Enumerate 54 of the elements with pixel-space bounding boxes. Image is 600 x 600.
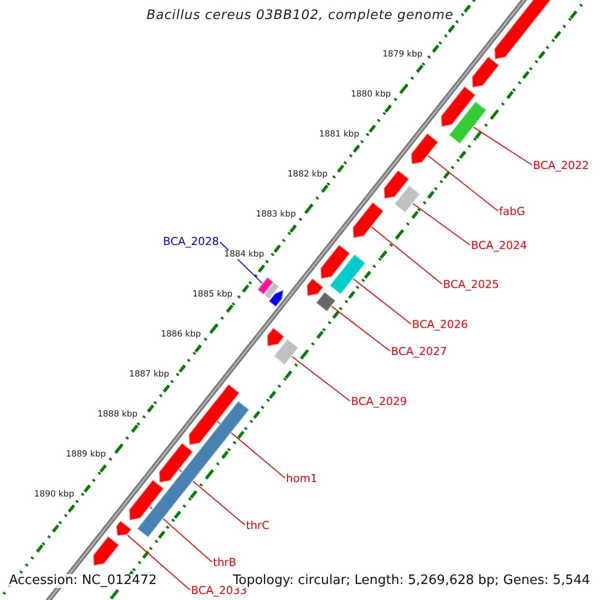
gene-feature <box>268 288 284 308</box>
scale-label: 1880 kbp <box>350 90 392 100</box>
leader-line <box>352 278 412 324</box>
scale-label: 1890 kbp <box>33 490 76 500</box>
gene-feature <box>128 478 165 522</box>
gene-feature <box>272 338 300 366</box>
accession-text: Accession: NC_012472 <box>9 574 157 588</box>
gene-label: BCA_2026 <box>412 319 468 332</box>
gene-feature <box>410 132 440 166</box>
scale-label: 1889 kbp <box>64 450 107 460</box>
gene-feature <box>448 100 488 145</box>
scale-label: 1882 kbp <box>286 170 329 180</box>
gene-feature <box>306 277 324 297</box>
scale-label: 1887 kbp <box>128 370 170 380</box>
gene-label: BCA_2027 <box>391 346 448 358</box>
gene-feature <box>383 169 410 200</box>
gene-label: BCA_2028 <box>163 236 220 248</box>
scale-label: 1879 kbp <box>382 50 424 60</box>
scale-label: 1885 kbp <box>192 290 234 300</box>
leader-line <box>291 356 350 402</box>
gene-feature <box>92 535 120 567</box>
gene-feature <box>314 290 337 313</box>
gene-feature <box>440 85 477 128</box>
scale-label: 1883 kbp <box>254 210 297 220</box>
leader-line <box>330 306 390 352</box>
gene-feature <box>188 383 241 446</box>
scale-label: 1884 kbp <box>223 250 266 260</box>
diagram-title: Bacillus cereus 03BB102, complete genome <box>146 9 454 24</box>
leader-line <box>472 126 532 166</box>
gene-feature <box>115 520 133 537</box>
gene-feature <box>266 326 286 348</box>
gene-label: hom1 <box>286 473 318 486</box>
gene-feature <box>320 244 352 280</box>
gene-feature <box>158 442 194 484</box>
gene-label: BCA_2025 <box>443 279 500 292</box>
leader-line <box>126 534 190 590</box>
gene-feature <box>262 281 280 300</box>
leader-line <box>370 226 442 284</box>
gene-label: fabG <box>499 206 526 218</box>
scale-label: 1881 kbp <box>318 130 360 140</box>
gene-feature <box>471 55 500 88</box>
gene-feature <box>328 253 367 296</box>
scale-label: 1886 kbp <box>160 330 202 340</box>
scale-label: 1888 kbp <box>96 410 139 420</box>
gene-label: BCA_2029 <box>351 396 408 408</box>
gene-label: thrB <box>213 557 236 570</box>
gene-label: thrC <box>246 520 270 532</box>
leader-line <box>427 154 498 212</box>
gene-label: BCA_2022 <box>533 160 590 172</box>
gene-feature <box>393 184 422 214</box>
gene-label: BCA_2024 <box>471 240 528 252</box>
gene-feature <box>352 201 385 239</box>
leader-line <box>412 202 470 246</box>
genome-summary: Topology: circular; Length: 5,269,628 bp; Genes: 5,544 <box>232 574 590 588</box>
